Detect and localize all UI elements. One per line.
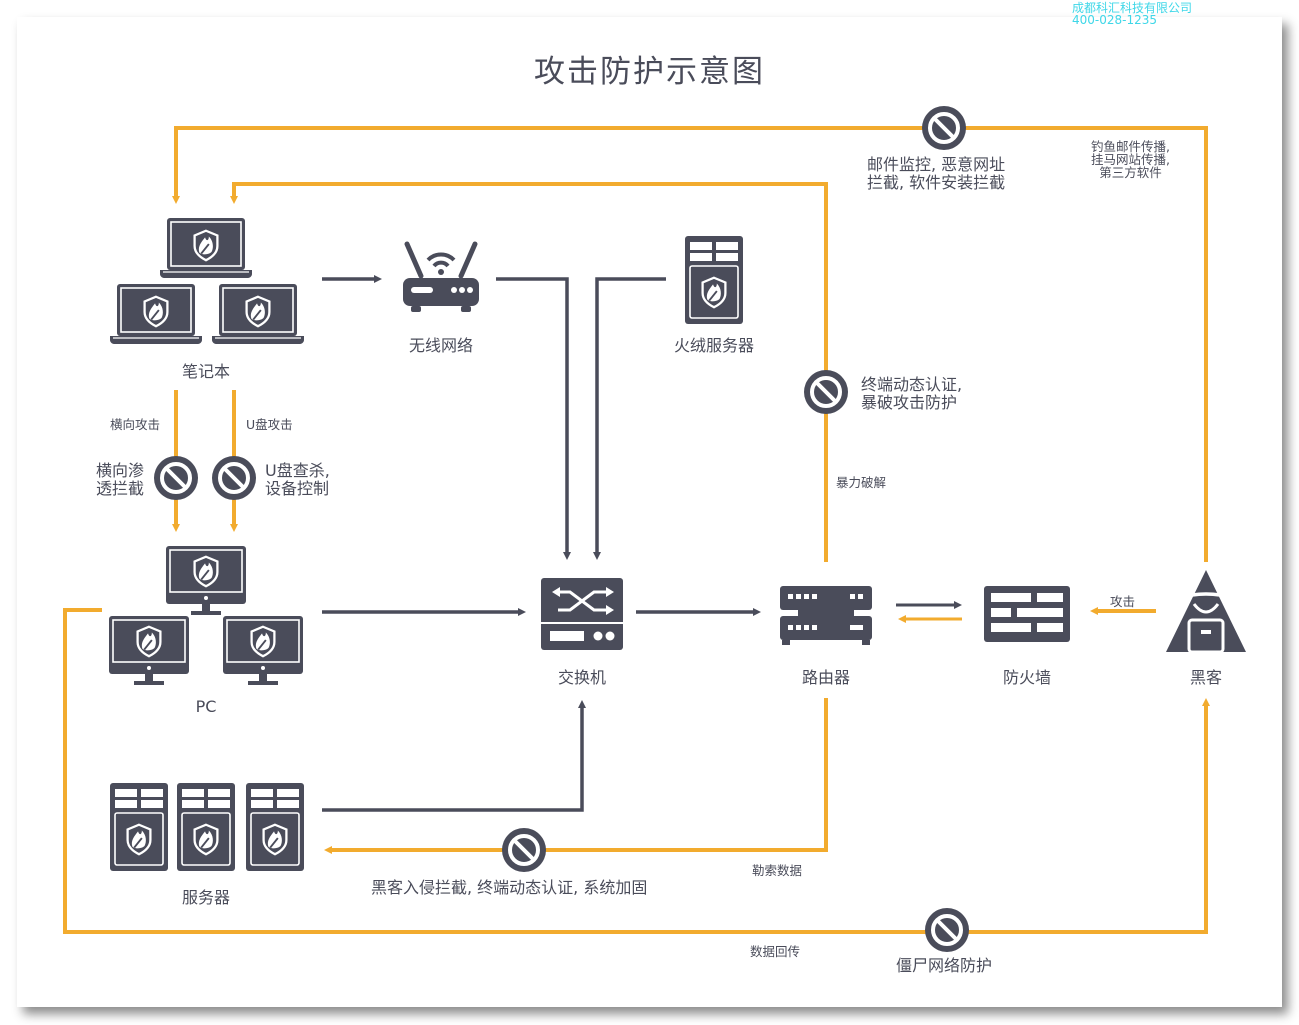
monitor-shield-icon — [109, 616, 189, 685]
firewall-brick-icon — [984, 586, 1070, 642]
path-server-to-switch — [322, 700, 586, 812]
defense-label-mail: 邮件监控, 恶意网址 拦截, 软件安装拦截 — [867, 155, 1006, 192]
defense-label-lateral: 横向渗 透拦截 — [96, 461, 145, 498]
node-label-server: 服务器 — [181, 888, 230, 907]
server-shield-icon — [110, 783, 168, 871]
node-label-pc: PC — [195, 697, 217, 716]
network-switch-icon — [541, 578, 623, 650]
path-phishing-to-laptop — [172, 126, 1208, 562]
node-label-lair-server: 火绒服务器 — [673, 336, 754, 355]
attack-paths — [63, 126, 1210, 934]
attack-label-data-return: 数据回传 — [750, 944, 801, 959]
attack-label-phishing: 钓鱼邮件传播, 挂马网站传播, 第三方软件 — [1091, 139, 1170, 180]
prohibited-icon — [152, 454, 200, 502]
laptop-shield-icon — [212, 284, 304, 344]
prohibited-icon — [923, 906, 971, 954]
wifi-router-icon — [403, 241, 479, 312]
node-label-router: 路由器 — [801, 668, 850, 687]
node-label-wireless: 无线网络 — [408, 336, 473, 355]
path-ransom — [324, 698, 828, 854]
prohibited-icon — [210, 454, 258, 502]
watermark-phone: 400-028-1235 — [1072, 13, 1158, 27]
prohibited-icon — [920, 104, 968, 152]
attack-label-lateral: 横向攻击 — [110, 417, 161, 432]
attack-label-attack: 攻击 — [1110, 594, 1136, 609]
server-shield-icon — [246, 783, 304, 871]
laptop-shield-icon — [110, 284, 202, 344]
node-label-hacker: 黑客 — [1189, 668, 1222, 687]
node-label-switch: 交换机 — [557, 668, 606, 687]
attack-label-ransom: 勒索数据 — [752, 863, 803, 878]
monitor-shield-icon — [166, 546, 246, 615]
network-paths — [322, 275, 962, 812]
laptop-shield-icon — [160, 218, 252, 278]
defense-label-intrusion: 黑客入侵拦截, 终端动态认证, 系统加固 — [371, 878, 648, 897]
attack-label-brute-force: 暴力破解 — [836, 475, 887, 490]
laptop-group — [110, 218, 304, 344]
attack-label-usb: U盘攻击 — [246, 417, 293, 432]
pc-group — [109, 546, 303, 685]
path-data-return — [63, 608, 1210, 934]
path-lair-to-switch — [593, 277, 666, 560]
page-title: 攻击防护示意图 — [534, 54, 765, 90]
defense-label-usb: U盘查杀, 设备控制 — [265, 461, 330, 498]
prohibited-icon — [802, 368, 850, 416]
monitor-shield-icon — [223, 616, 303, 685]
hacker-icon — [1166, 570, 1246, 654]
node-label-firewall: 防火墙 — [1002, 668, 1051, 687]
server-shield-icon — [685, 236, 743, 324]
watermark: 成都科汇科技有限公司 400-028-1235 — [1072, 2, 1192, 26]
path-wireless-to-switch — [496, 277, 571, 560]
defense-label-botnet: 僵尸网络防护 — [896, 956, 993, 975]
watermark-company: 成都科汇科技有限公司 — [1072, 1, 1193, 15]
prohibited-icon — [500, 826, 548, 874]
router-icon — [780, 586, 872, 645]
node-label-laptop: 笔记本 — [181, 362, 230, 381]
defense-label-endpoint: 终端动态认证, 暴破攻击防护 — [861, 375, 963, 412]
server-shield-icon — [177, 783, 235, 871]
server-group — [110, 783, 304, 871]
